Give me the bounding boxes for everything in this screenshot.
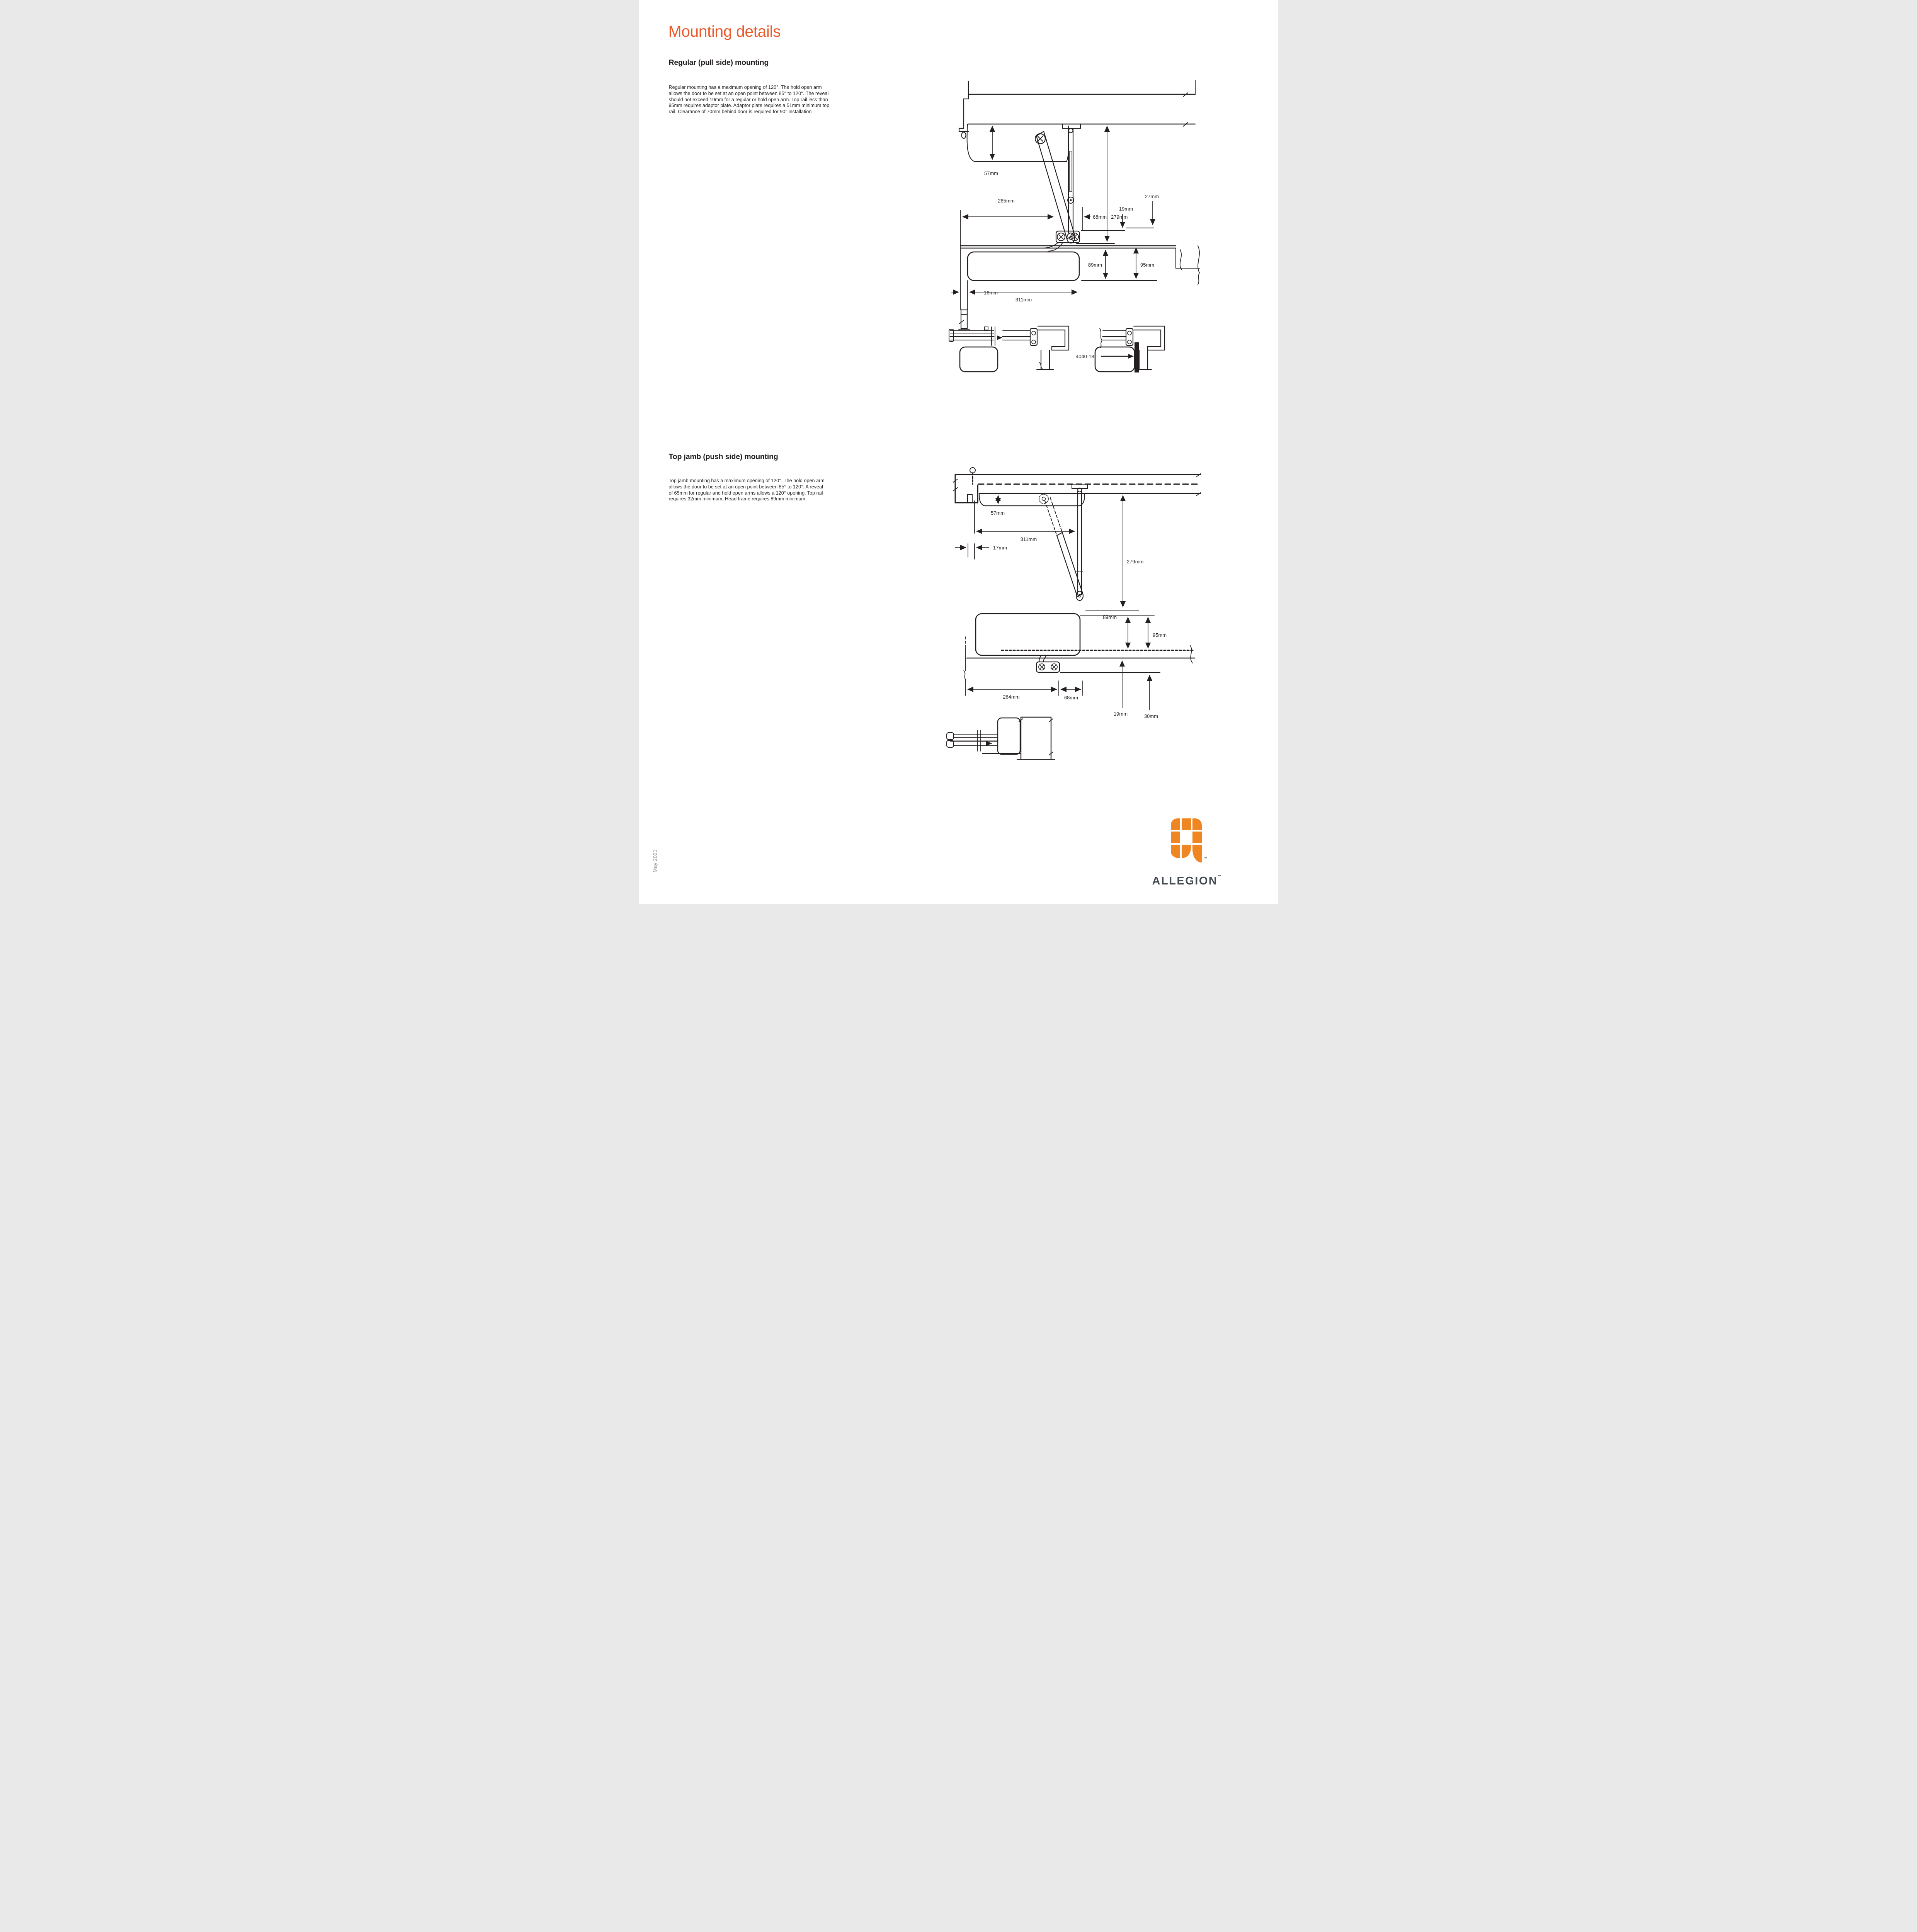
- wordmark-trademark-symbol: ™: [1218, 874, 1221, 878]
- dim-57mm: 57mm: [990, 510, 1004, 516]
- dim-95mm: 95mm: [1140, 262, 1154, 268]
- dim-89mm: 89mm: [1102, 614, 1116, 620]
- allegion-logo-icon: [1170, 818, 1202, 863]
- section-body-top-jamb: Top jamb mounting has a maximum opening …: [668, 478, 825, 502]
- section-heading-top-jamb: Top jamb (push side) mounting: [668, 452, 778, 461]
- label-4040-18: 4040-18: [1076, 354, 1094, 359]
- dim-311mm: 311mm: [1020, 536, 1036, 542]
- dim-311mm: 311mm: [1015, 297, 1031, 303]
- diagram-top-jamb-push-side: 57mm 311mm 279mm 17mm 89mm 95mm 264mm 68…: [944, 467, 1211, 760]
- page-title: Mounting details: [668, 22, 781, 40]
- dim-17mm: 17mm: [993, 545, 1007, 551]
- dimension-labels-regular: 57mm 279mm 265mm 68mm 19mm 27mm 89mm 95m…: [984, 170, 1159, 359]
- dim-68mm: 68mm: [1064, 695, 1078, 701]
- dim-16mm: 16mm: [984, 290, 998, 296]
- dim-27mm: 27mm: [1145, 194, 1158, 199]
- dim-68mm: 68mm: [1093, 214, 1107, 220]
- dim-57mm: 57mm: [984, 170, 998, 176]
- allegion-wordmark: ALLEGION™: [1152, 874, 1221, 888]
- dim-95mm: 95mm: [1153, 632, 1167, 638]
- section-heading-regular: Regular (pull side) mounting: [668, 58, 769, 67]
- dim-264mm: 264mm: [1003, 694, 1019, 700]
- publication-date: May 2021: [652, 849, 658, 872]
- wordmark-text: ALLEGION: [1152, 875, 1218, 887]
- dim-279mm: 279mm: [1111, 214, 1128, 220]
- dim-89mm: 89mm: [1088, 262, 1102, 268]
- section-body-regular: Regular mounting has a maximum opening o…: [668, 85, 830, 115]
- dim-265mm: 265mm: [998, 198, 1014, 204]
- dimension-labels-top-jamb: 57mm 311mm 279mm 17mm 89mm 95mm 264mm 68…: [990, 510, 1166, 719]
- logo-trademark-symbol: ™: [1203, 856, 1207, 860]
- document-page: Mounting details Regular (pull side) mou…: [639, 0, 1278, 904]
- dim-19mm: 19mm: [1113, 711, 1127, 717]
- dim-30mm: 30mm: [1144, 713, 1158, 719]
- dim-19mm: 19mm: [1119, 206, 1133, 212]
- dim-279mm: 279mm: [1127, 559, 1143, 565]
- diagram-regular-pull-side: 57mm 279mm 265mm 68mm 19mm 27mm 89mm 95m…: [948, 64, 1207, 374]
